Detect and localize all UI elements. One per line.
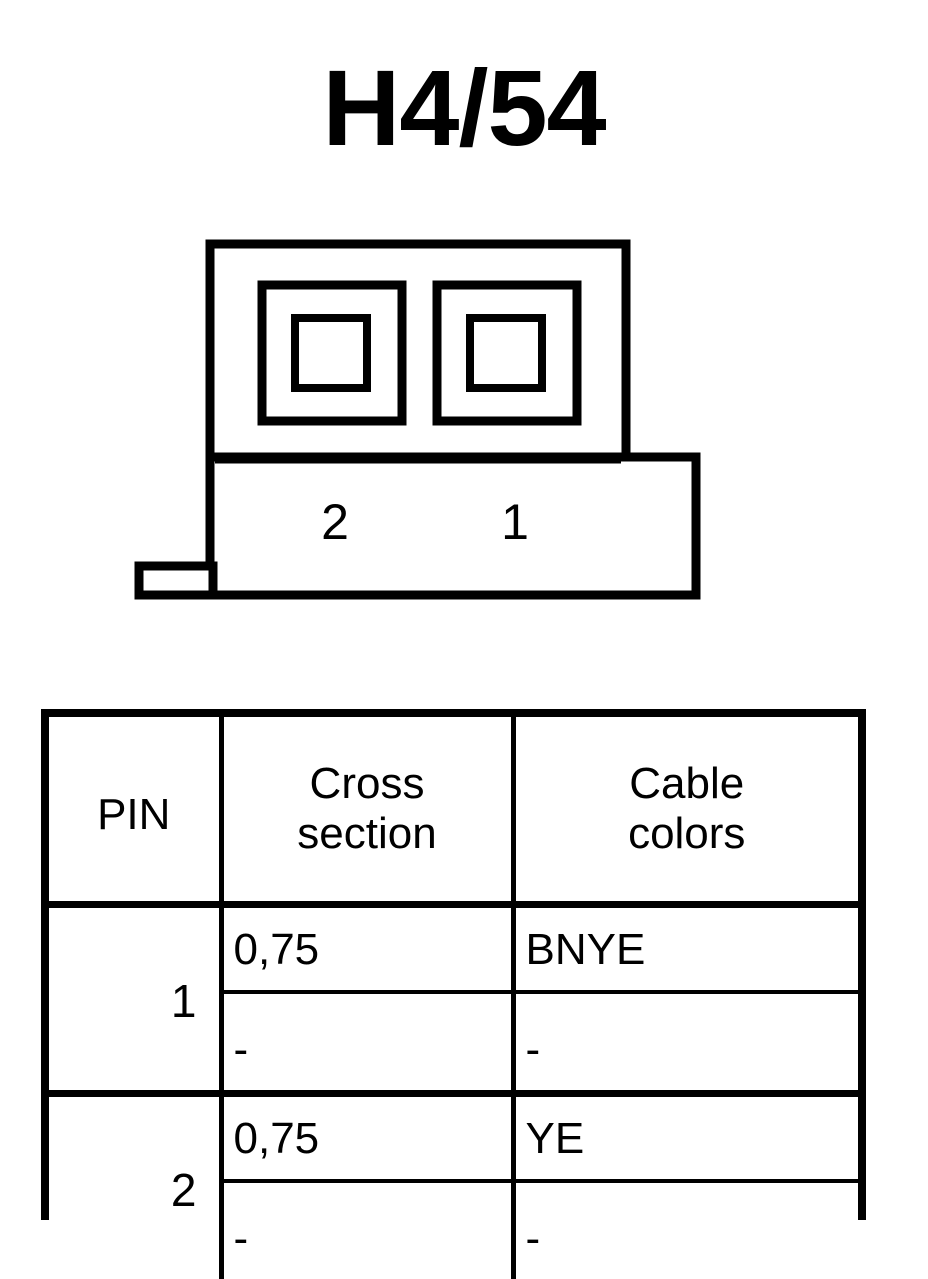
cross-section-cell: 0,75 bbox=[221, 905, 513, 993]
cross-section-cell: - bbox=[221, 992, 513, 1094]
column-header-cross-section-line2: section bbox=[224, 809, 511, 859]
pin-number-cell: 2 bbox=[49, 1094, 221, 1279]
column-header-pin: PIN bbox=[49, 717, 221, 905]
connector-pin-label-1: 1 bbox=[475, 497, 555, 547]
column-header-cable-colors-line2: colors bbox=[516, 809, 859, 859]
column-header-cable-colors: Cable colors bbox=[513, 717, 858, 905]
table-header-row: PIN Cross section Cable colors bbox=[49, 717, 858, 905]
table-row: 2 0,75 YE bbox=[49, 1094, 858, 1182]
connector-pin-label-2: 2 bbox=[295, 497, 375, 547]
cable-color-cell: YE bbox=[513, 1094, 858, 1182]
cross-section-cell: - bbox=[221, 1181, 513, 1279]
column-header-cable-colors-line1: Cable bbox=[516, 759, 859, 809]
cavity-1-outer bbox=[437, 285, 577, 421]
column-header-cross-section-line1: Cross bbox=[224, 759, 511, 809]
connector-upper-housing bbox=[210, 244, 626, 460]
column-header-cross-section: Cross section bbox=[221, 717, 513, 905]
cavity-2-inner bbox=[295, 318, 367, 388]
connector-lower-housing bbox=[210, 457, 696, 595]
connector-latch-tab bbox=[139, 566, 213, 595]
cavity-1-inner bbox=[470, 318, 542, 388]
table-row: 1 0,75 BNYE bbox=[49, 905, 858, 993]
pin-number-cell: 1 bbox=[49, 905, 221, 1094]
page-title: H4/54 bbox=[0, 52, 928, 164]
cavity-2-outer bbox=[262, 285, 402, 421]
cable-color-cell: BNYE bbox=[513, 905, 858, 993]
pin-assignment-table: PIN Cross section Cable colors 1 0,75 BN… bbox=[41, 709, 866, 1220]
cross-section-cell: 0,75 bbox=[221, 1094, 513, 1182]
cable-color-cell: - bbox=[513, 992, 858, 1094]
cable-color-cell: - bbox=[513, 1181, 858, 1279]
